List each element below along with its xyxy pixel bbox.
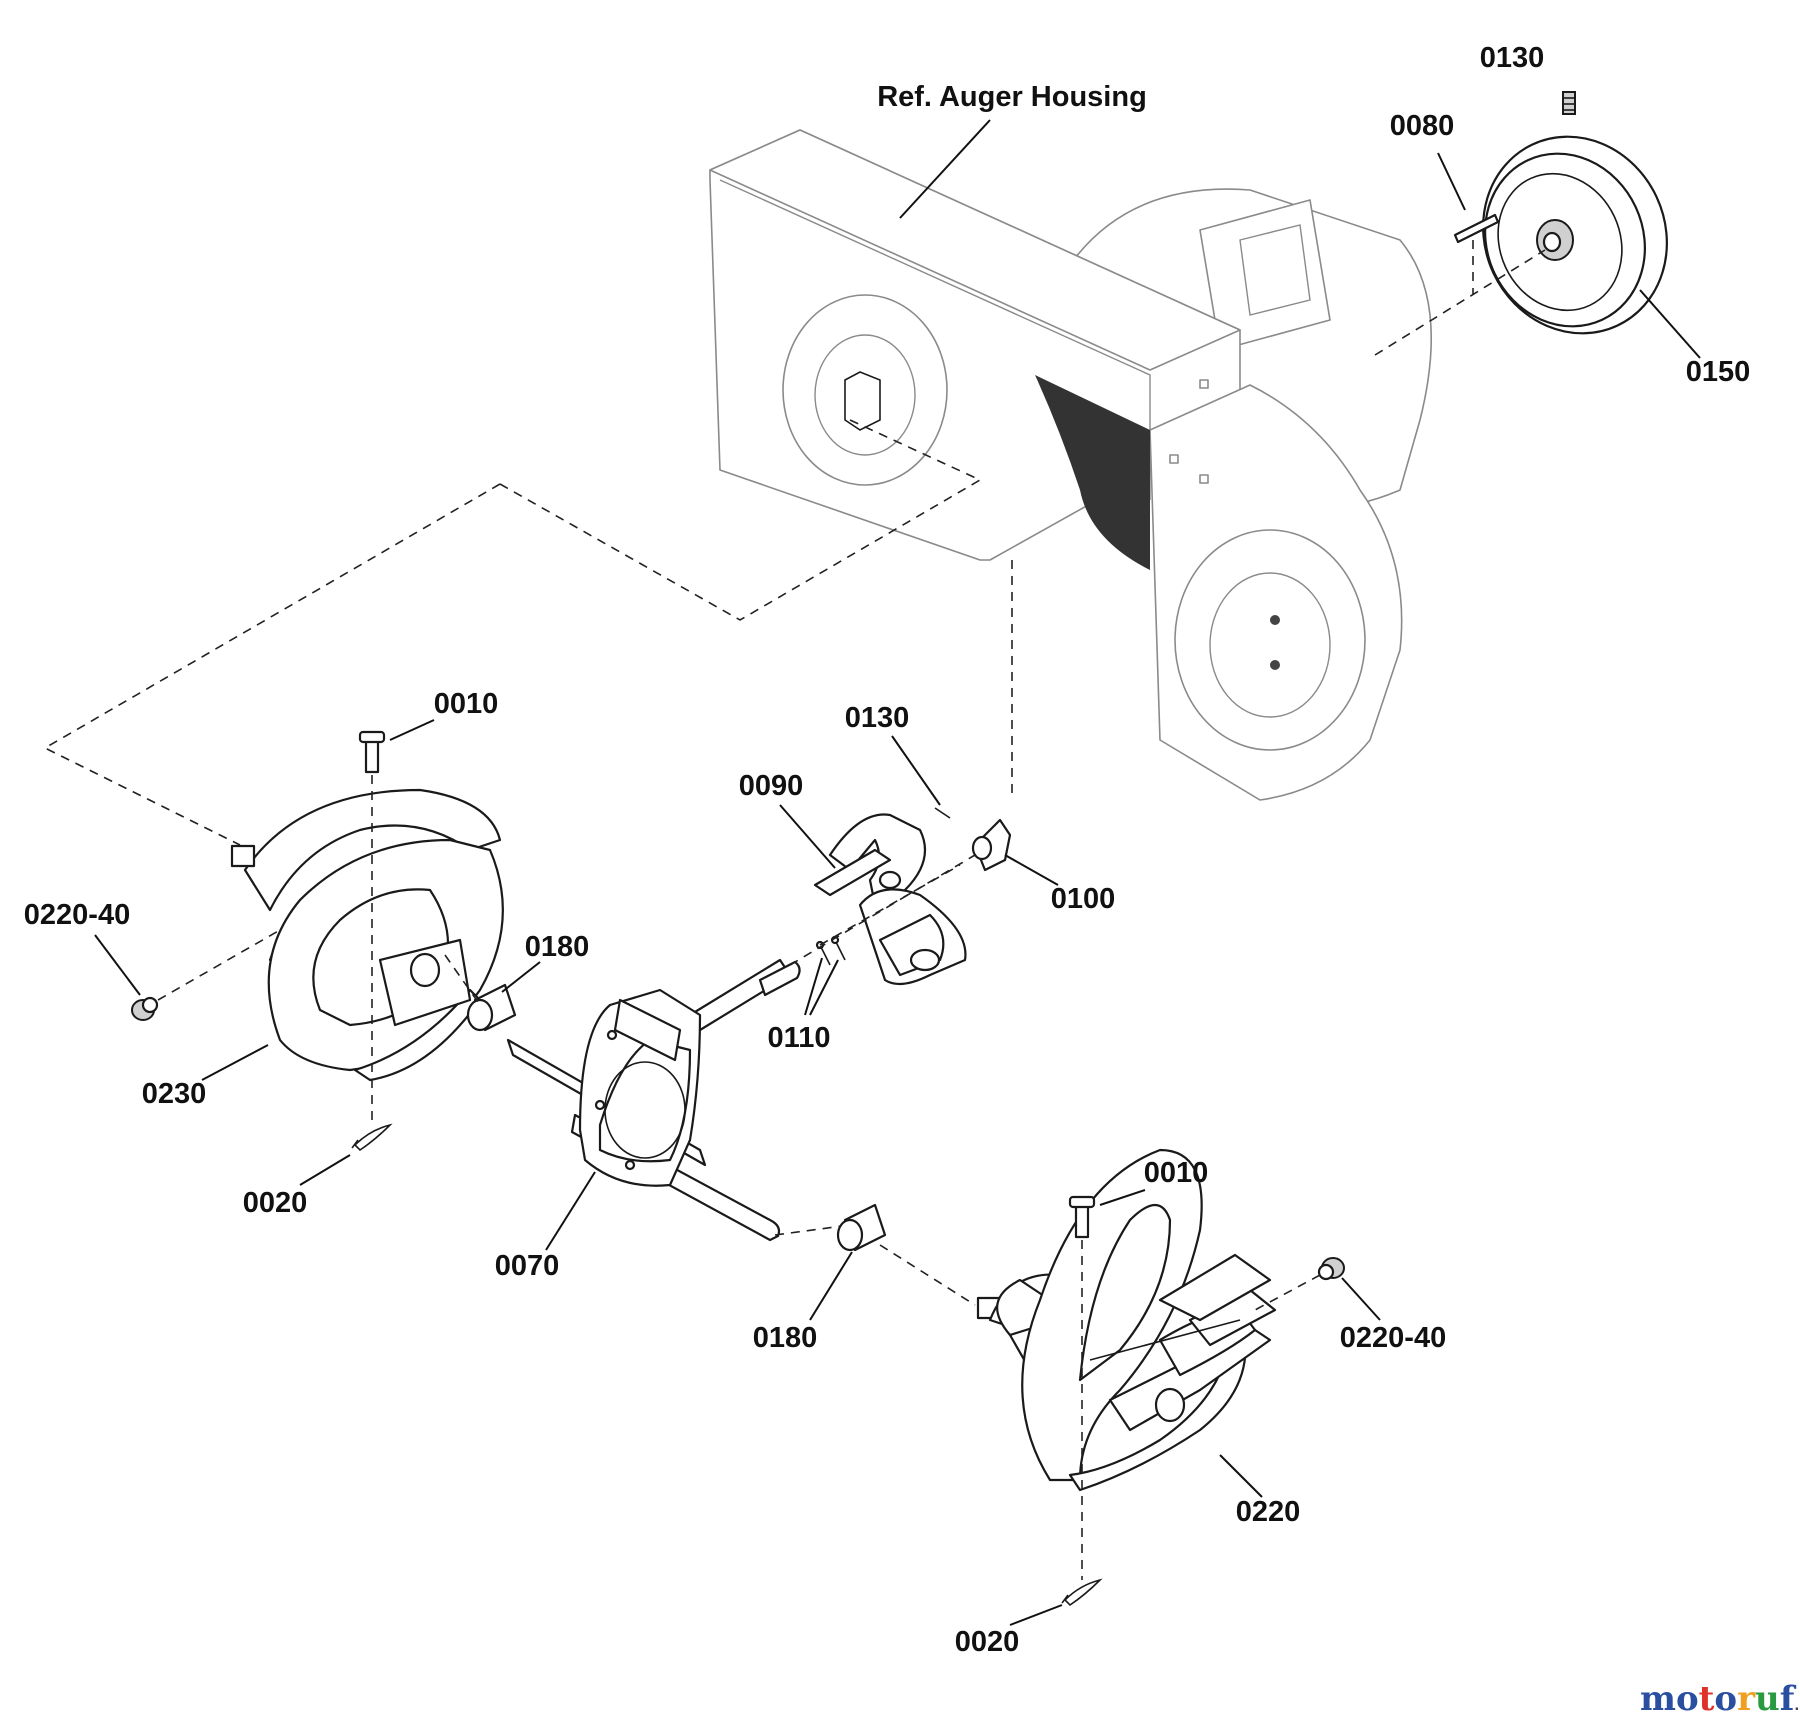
auger-housing [709,129,1433,801]
dash-screws-2 [789,854,976,966]
leader-0220 [1219,1454,1263,1498]
leader-0230 [201,1044,269,1081]
dash-shaft-right [774,1224,851,1236]
leader-0080 [1437,152,1466,211]
clevis-pin-0010-right [1068,1195,1096,1239]
label-0100: 0100 [1051,883,1116,915]
leader-0090 [779,804,836,869]
bushing-0180-left [466,983,517,1032]
label-0020-right: 0020 [955,1626,1020,1658]
label-0130-top: 0130 [1480,42,1545,74]
watermark-text: motoruf.de [1640,1679,1800,1719]
dash-housing-axis [849,419,981,481]
leader-0110-a [804,957,823,1016]
dash-bushing-left [444,954,481,1006]
label-0010-right: 0010 [1144,1157,1209,1189]
bearing-0100 [971,818,1012,872]
dash-grease-left [157,929,281,1001]
set-screw-0130-top [1562,91,1576,115]
gearbox-0070 [506,958,801,1242]
label-0130-mid: 0130 [845,702,910,734]
label-0020-left: 0020 [243,1187,308,1219]
leader-0220-40-right [1341,1277,1381,1321]
dash-grease-right [1254,1274,1321,1311]
leader-0010-left [389,719,435,741]
leader-0070 [545,1171,596,1251]
dash-left-path-2 [499,479,981,621]
leader-0180-right [809,1251,853,1321]
hairpin-0020-left [351,1123,393,1152]
label-0090: 0090 [739,770,804,802]
leader-0110-b [809,959,839,1016]
label-0150: 0150 [1686,356,1751,388]
label-0110: 0110 [768,1022,831,1054]
label-0080: 0080 [1390,110,1455,142]
dash-bushing-to-auger [879,1244,976,1306]
leader-0130-mid [891,735,941,806]
dash-left-path [43,483,501,846]
screw-0110-b [830,935,846,961]
label-0070: 0070 [495,1250,560,1282]
leader-0010-right [1099,1189,1146,1206]
label-0220-40-left: 0220-40 [24,899,130,931]
key-0080 [1453,213,1500,244]
leader-0150 [1639,289,1701,359]
leader-0220-40-left [94,934,141,996]
grease-fitting-0220-40-right [1317,1257,1345,1281]
housing-label: Ref. Auger Housing [877,81,1147,113]
leader-0180-left [501,961,541,993]
housing-leader [899,119,991,219]
pulley-0150 [1482,135,1668,335]
dash-pulley-axis [1374,249,1546,356]
label-0180-left: 0180 [525,931,590,963]
label-0220-40-right: 0220-40 [1340,1322,1446,1354]
label-0230: 0230 [142,1078,207,1110]
label-0180-right: 0180 [753,1322,818,1354]
leader-0020-left [299,1154,351,1186]
left-auger-0230 [230,788,504,1082]
label-0220: 0220 [1236,1496,1301,1528]
leader-0100 [1004,854,1059,886]
hairpin-0020-right [1061,1578,1103,1607]
bracket-0090 [813,813,967,986]
set-screw-0130-mid [934,807,951,819]
bushing-0180-right [836,1203,887,1252]
watermark-logo: motoruf.de [1640,1679,1800,1719]
clevis-pin-0010-left [358,730,386,774]
leader-0020-right [1009,1604,1063,1626]
right-auger-0220 [976,1148,1277,1492]
grease-fitting-0220-40-left [131,996,159,1021]
label-0010-left: 0010 [434,688,499,720]
